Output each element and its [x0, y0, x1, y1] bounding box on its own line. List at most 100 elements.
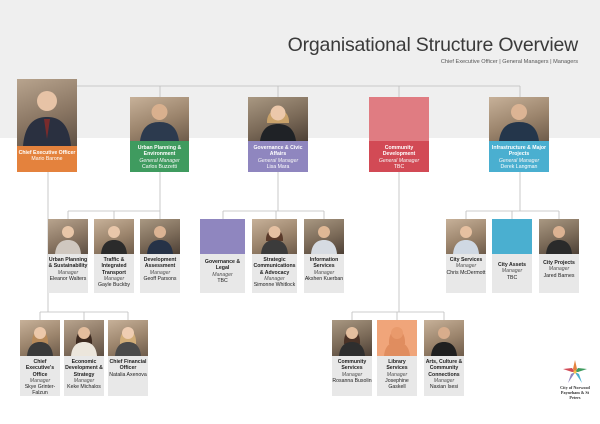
manager-card: Governance & Legal Manager TBC — [200, 254, 245, 293]
governance-gm-role: General Manager — [257, 157, 299, 164]
community-gm-card: Community Development General Manager TB… — [369, 141, 429, 172]
manager-role: Manager — [264, 275, 285, 282]
person-silhouette-icon — [147, 226, 173, 254]
manager-card: City Projects Manager Jared Barnes — [539, 254, 579, 293]
person-silhouette-icon — [311, 226, 337, 254]
manager-role: Manager — [57, 269, 79, 276]
person-silhouette-icon — [546, 226, 572, 254]
manager-photo — [48, 219, 88, 254]
manager-placeholder — [200, 219, 245, 254]
governance-gm-photo — [248, 97, 308, 141]
manager-photo — [64, 320, 104, 356]
ceo-name: Mario Barone — [31, 156, 63, 163]
urban-gm-name: Carlos Buzzetti — [142, 163, 177, 170]
manager-role: Manager — [548, 266, 570, 273]
community-gm-role: General Manager — [378, 157, 420, 164]
person-silhouette-icon — [140, 104, 179, 141]
manager-name: Chris McDermott — [446, 269, 486, 276]
manager-title: Urban Planning & Sustainability — [48, 257, 88, 270]
manager-title: Chief Executive's Office — [25, 359, 55, 378]
person-silhouette-icon — [260, 105, 296, 141]
manager-card: Strategic Communications & Advocacy Mana… — [252, 254, 297, 293]
person-silhouette-icon — [261, 226, 288, 254]
urban-gm-title: Urban Planning & Environment — [137, 145, 182, 158]
manager-card: Arts, Culture & Community Connections Ma… — [424, 356, 464, 396]
infrastructure-gm-card: Infrastructure & Major Projects General … — [489, 141, 549, 172]
person-silhouette-icon — [101, 226, 127, 254]
manager-name: Skye Grinter-Falzun — [24, 384, 56, 397]
person-silhouette-icon — [453, 226, 479, 254]
manager-photo — [140, 219, 180, 254]
page-title: Organisational Structure Overview — [287, 34, 579, 56]
page-subtitle: Chief Executive Officer | General Manage… — [440, 59, 578, 65]
infrastructure-gm-name: Derek Langman — [500, 163, 538, 170]
manager-photo — [539, 219, 579, 254]
urban-gm-photo — [130, 97, 189, 141]
manager-title: Traffic & Integrated Transport — [101, 257, 127, 276]
manager-photo — [304, 219, 344, 254]
manager-name: Eleanor Walters — [49, 275, 87, 282]
manager-title: Development Assessment — [143, 257, 177, 270]
manager-name: TBC — [506, 274, 518, 281]
manager-name: Gayle Buckby — [97, 282, 130, 289]
manager-photo — [424, 320, 464, 356]
manager-card: Community Services Manager Rosanna Busol… — [332, 356, 372, 396]
manager-placeholder — [377, 320, 417, 356]
person-silhouette-icon — [55, 226, 81, 254]
manager-card: Urban Planning & Sustainability Manager … — [48, 254, 88, 293]
council-logo-text: City of Norwood Payneham & St Peters — [560, 385, 590, 400]
manager-name: Jared Barnes — [543, 272, 575, 279]
infrastructure-gm-photo — [489, 97, 549, 141]
governance-gm-title: Governance & Civic Affairs — [253, 145, 303, 158]
manager-card: Library Services Manager Josephine Gaske… — [377, 356, 417, 396]
manager-card: City Services Manager Chris McDermott — [446, 254, 486, 293]
infrastructure-gm-title: Infrastructure & Major Projects — [491, 145, 547, 158]
manager-placeholder — [492, 219, 532, 254]
manager-name: Josephine Gaskell — [385, 377, 409, 391]
manager-card: Traffic & Integrated Transport Manager G… — [94, 254, 134, 293]
urban-gm-role: General Manager — [139, 157, 180, 164]
urban-gm-card: Urban Planning & Environment General Man… — [130, 141, 189, 172]
person-silhouette-icon — [384, 327, 410, 356]
council-logo-star-icon — [563, 360, 587, 383]
person-silhouette-icon — [339, 327, 365, 356]
person-silhouette-icon — [71, 327, 97, 356]
person-silhouette-icon — [115, 327, 141, 356]
manager-role: Manager — [29, 377, 51, 384]
manager-name: Natalia Axenova — [109, 371, 147, 378]
person-silhouette-icon — [23, 91, 71, 146]
manager-photo — [332, 320, 372, 356]
governance-gm-name: Lisa Mara — [266, 163, 290, 170]
manager-card: Chief Executive's Office Manager Skye Gr… — [20, 356, 60, 396]
manager-card: Chief Financial Officer Natalia Axenova — [108, 356, 148, 396]
person-silhouette-icon — [27, 327, 53, 356]
manager-title: Community Services — [337, 359, 367, 372]
ceo-card: Chief Executive Officer Mario Barone — [17, 146, 77, 172]
manager-title: City Services — [449, 257, 483, 263]
manager-title: Strategic Communications & Advocacy — [253, 257, 296, 276]
manager-role: Manager — [455, 263, 477, 270]
manager-title: City Projects — [543, 260, 575, 266]
manager-name: TBC — [217, 277, 228, 284]
manager-photo — [20, 320, 60, 356]
manager-photo — [446, 219, 486, 254]
manager-title: Governance & Legal — [204, 259, 241, 272]
manager-name: Simonne Whitlock — [253, 282, 296, 289]
manager-card: Information Services Manager Akshen Kuer… — [304, 254, 344, 293]
manager-title: Chief Financial Officer — [109, 359, 147, 372]
manager-role: Manager — [313, 269, 335, 276]
manager-role: Manager — [212, 271, 233, 278]
governance-gm-card: Governance & Civic Affairs General Manag… — [248, 141, 308, 172]
manager-role: Manager — [501, 268, 523, 275]
person-silhouette-icon — [499, 104, 539, 141]
manager-name: Keke Michalos — [67, 384, 101, 391]
manager-title: Information Services — [309, 257, 339, 270]
community-gm-placeholder — [369, 97, 429, 141]
manager-card: City Assets Manager TBC — [492, 254, 532, 293]
manager-photo — [94, 219, 134, 254]
manager-title: City Assets — [497, 262, 527, 268]
manager-name: Naxian Isesi — [429, 384, 459, 391]
manager-name: Rosanna Busolin — [332, 377, 372, 384]
manager-name: Geoff Parsons — [143, 275, 177, 282]
